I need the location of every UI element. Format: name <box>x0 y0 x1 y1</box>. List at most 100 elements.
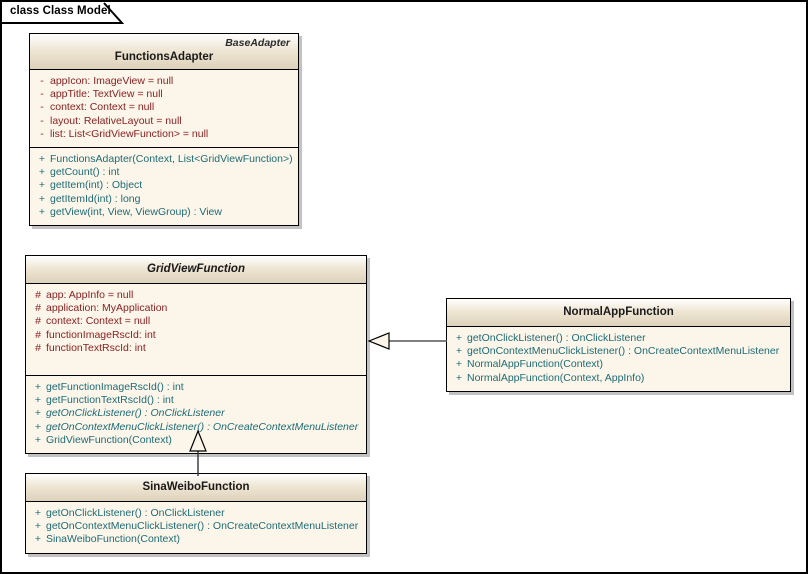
class-header-grid-view-function: GridViewFunction <box>26 256 366 284</box>
frame-tab-body <box>2 2 103 24</box>
visibility-marker: - <box>40 114 44 127</box>
operation-signature: getItem(int) : Object <box>50 179 143 192</box>
visibility-marker: + <box>455 332 463 344</box>
operation-signature: NormalAppFunction(Context) <box>467 358 603 371</box>
operation-signature: SinaWeiboFunction(Context) <box>46 533 181 546</box>
visibility-marker: + <box>455 371 463 384</box>
class-name-sina-weibo-function: SinaWeiboFunction <box>142 481 250 493</box>
operation-signature: getOnContextMenuClickListener() : OnCrea… <box>46 520 359 533</box>
visibility-marker: + <box>34 420 42 433</box>
operation-row: + getFunctionTextRscId() : int <box>30 394 362 407</box>
attribute-row: # application: MyApplication <box>30 302 362 315</box>
operation-row: + SinaWeiboFunction(Context) <box>30 533 362 546</box>
visibility-marker: + <box>34 394 42 407</box>
operation-row: + getOnContextMenuClickListener() : OnCr… <box>30 520 362 533</box>
visibility-marker: + <box>38 153 46 166</box>
visibility-marker: + <box>38 166 46 179</box>
operation-signature: getOnClickListener() : OnClickListener <box>467 332 646 344</box>
operation-signature: NormalAppFunction(Context, AppInfo) <box>467 371 645 384</box>
attribute-row: # functionTextRscId: int <box>30 342 362 355</box>
attribute-signature: appIcon: ImageView = null <box>50 75 174 87</box>
visibility-marker: # <box>35 328 41 341</box>
operation-signature: getOnContextMenuClickListener() : OnCrea… <box>46 420 359 433</box>
operation-signature: getOnContextMenuClickListener() : OnCrea… <box>467 345 780 358</box>
class-box-functions-adapter[interactable]: BaseAdapter FunctionsAdapter - appIcon: … <box>29 33 299 227</box>
visibility-marker: + <box>38 205 46 218</box>
operation-row: + getCount() : int <box>34 166 294 179</box>
operation-signature: getOnClickListener() : OnClickListener <box>46 407 225 420</box>
attribute-signature: appTitle: TextView = null <box>50 88 163 101</box>
operations-compartment-normal-app-function: + getOnClickListener() : OnClickListener… <box>447 327 790 391</box>
attribute-row: - list: List<GridViewFunction> = null <box>34 128 294 141</box>
visibility-marker: + <box>38 179 46 192</box>
visibility-marker: + <box>34 381 42 394</box>
operation-row: + getFunctionImageRscId() : int <box>30 381 362 394</box>
frame-tab-slant-icon <box>102 2 124 24</box>
attribute-row: - appTitle: TextView = null <box>34 88 294 101</box>
operation-signature: FunctionsAdapter(Context, List<GridViewF… <box>50 153 293 166</box>
operation-row: + getOnClickListener() : OnClickListener <box>30 507 362 520</box>
attribute-row: - layout: RelativeLayout = null <box>34 115 294 128</box>
attributes-compartment-functions-adapter: - appIcon: ImageView = null - appTitle: … <box>30 70 298 149</box>
attribute-row: # app: AppInfo = null <box>30 289 362 302</box>
generalization-normal-app-to-grid-view <box>367 328 448 354</box>
operations-compartment-sina-weibo-function: + getOnClickListener() : OnClickListener… <box>26 502 366 553</box>
visibility-marker: + <box>38 192 46 205</box>
visibility-marker: # <box>35 341 41 354</box>
class-name-functions-adapter: FunctionsAdapter <box>114 51 214 63</box>
diagram-title: class Class Model <box>10 5 111 17</box>
operation-row: + NormalAppFunction(Context) <box>451 358 786 371</box>
class-stereotype-functions-adapter: BaseAdapter <box>225 37 290 49</box>
visibility-marker: - <box>40 127 44 140</box>
class-header-normal-app-function: NormalAppFunction <box>447 299 790 327</box>
operation-row: + getItem(int) : Object <box>34 179 294 192</box>
operation-signature: getOnClickListener() : OnClickListener <box>46 507 225 519</box>
visibility-marker: + <box>455 358 463 371</box>
attribute-signature: functionTextRscId: int <box>46 341 146 354</box>
attribute-signature: application: MyApplication <box>46 302 168 315</box>
operation-row: + getView(int, View, ViewGroup) : View <box>34 206 294 219</box>
attribute-signature: context: Context = null <box>46 315 151 328</box>
visibility-marker: # <box>35 315 41 328</box>
operation-row: + getOnClickListener() : OnClickListener <box>30 407 362 420</box>
diagram-frame-tab: class Class Model <box>2 2 124 24</box>
operation-row: + getItemId(int) : long <box>34 193 294 206</box>
operation-signature: GridViewFunction(Context) <box>46 433 172 446</box>
operation-row: + getOnClickListener() : OnClickListener <box>451 332 786 345</box>
class-name-grid-view-function: GridViewFunction <box>147 263 245 275</box>
visibility-marker: - <box>40 88 44 101</box>
visibility-marker: + <box>34 407 42 420</box>
visibility-marker: - <box>40 101 44 114</box>
visibility-marker: - <box>40 75 44 87</box>
operation-row: + NormalAppFunction(Context, AppInfo) <box>451 372 786 385</box>
visibility-marker: # <box>35 302 41 315</box>
attribute-signature: functionImageRscId: int <box>46 328 156 341</box>
operation-signature: getFunctionTextRscId() : int <box>46 394 174 407</box>
operations-compartment-grid-view-function: + getFunctionImageRscId() : int + getFun… <box>26 376 366 453</box>
visibility-marker: + <box>34 533 42 546</box>
attribute-signature: list: List<GridViewFunction> = null <box>50 127 209 140</box>
attribute-signature: app: AppInfo = null <box>46 289 134 301</box>
visibility-marker: + <box>34 520 42 533</box>
attribute-signature: context: Context = null <box>50 101 155 114</box>
compartment-spacer <box>30 355 362 369</box>
operation-signature: getView(int, View, ViewGroup) : View <box>50 205 222 218</box>
attribute-row: # context: Context = null <box>30 315 362 328</box>
class-header-functions-adapter: BaseAdapter FunctionsAdapter <box>30 34 298 70</box>
class-name-normal-app-function: NormalAppFunction <box>563 306 674 318</box>
visibility-marker: # <box>35 289 41 301</box>
attribute-row: # functionImageRscId: int <box>30 329 362 342</box>
attribute-row: - context: Context = null <box>34 101 294 114</box>
attribute-signature: layout: RelativeLayout = null <box>50 114 182 127</box>
operation-signature: getItemId(int) : long <box>50 192 141 205</box>
attributes-compartment-grid-view-function: # app: AppInfo = null # application: MyA… <box>26 284 366 377</box>
class-box-normal-app-function[interactable]: NormalAppFunction + getOnClickListener()… <box>446 298 791 392</box>
operation-row: + getOnContextMenuClickListener() : OnCr… <box>451 345 786 358</box>
operation-row: + GridViewFunction(Context) <box>30 434 362 447</box>
operation-signature: getCount() : int <box>50 166 120 179</box>
operation-row: + FunctionsAdapter(Context, List<GridVie… <box>34 153 294 166</box>
class-box-sina-weibo-function[interactable]: SinaWeiboFunction + getOnClickListener()… <box>25 473 367 554</box>
class-box-grid-view-function[interactable]: GridViewFunction # app: AppInfo = null #… <box>25 255 367 455</box>
operations-compartment-functions-adapter: + FunctionsAdapter(Context, List<GridVie… <box>30 148 298 225</box>
